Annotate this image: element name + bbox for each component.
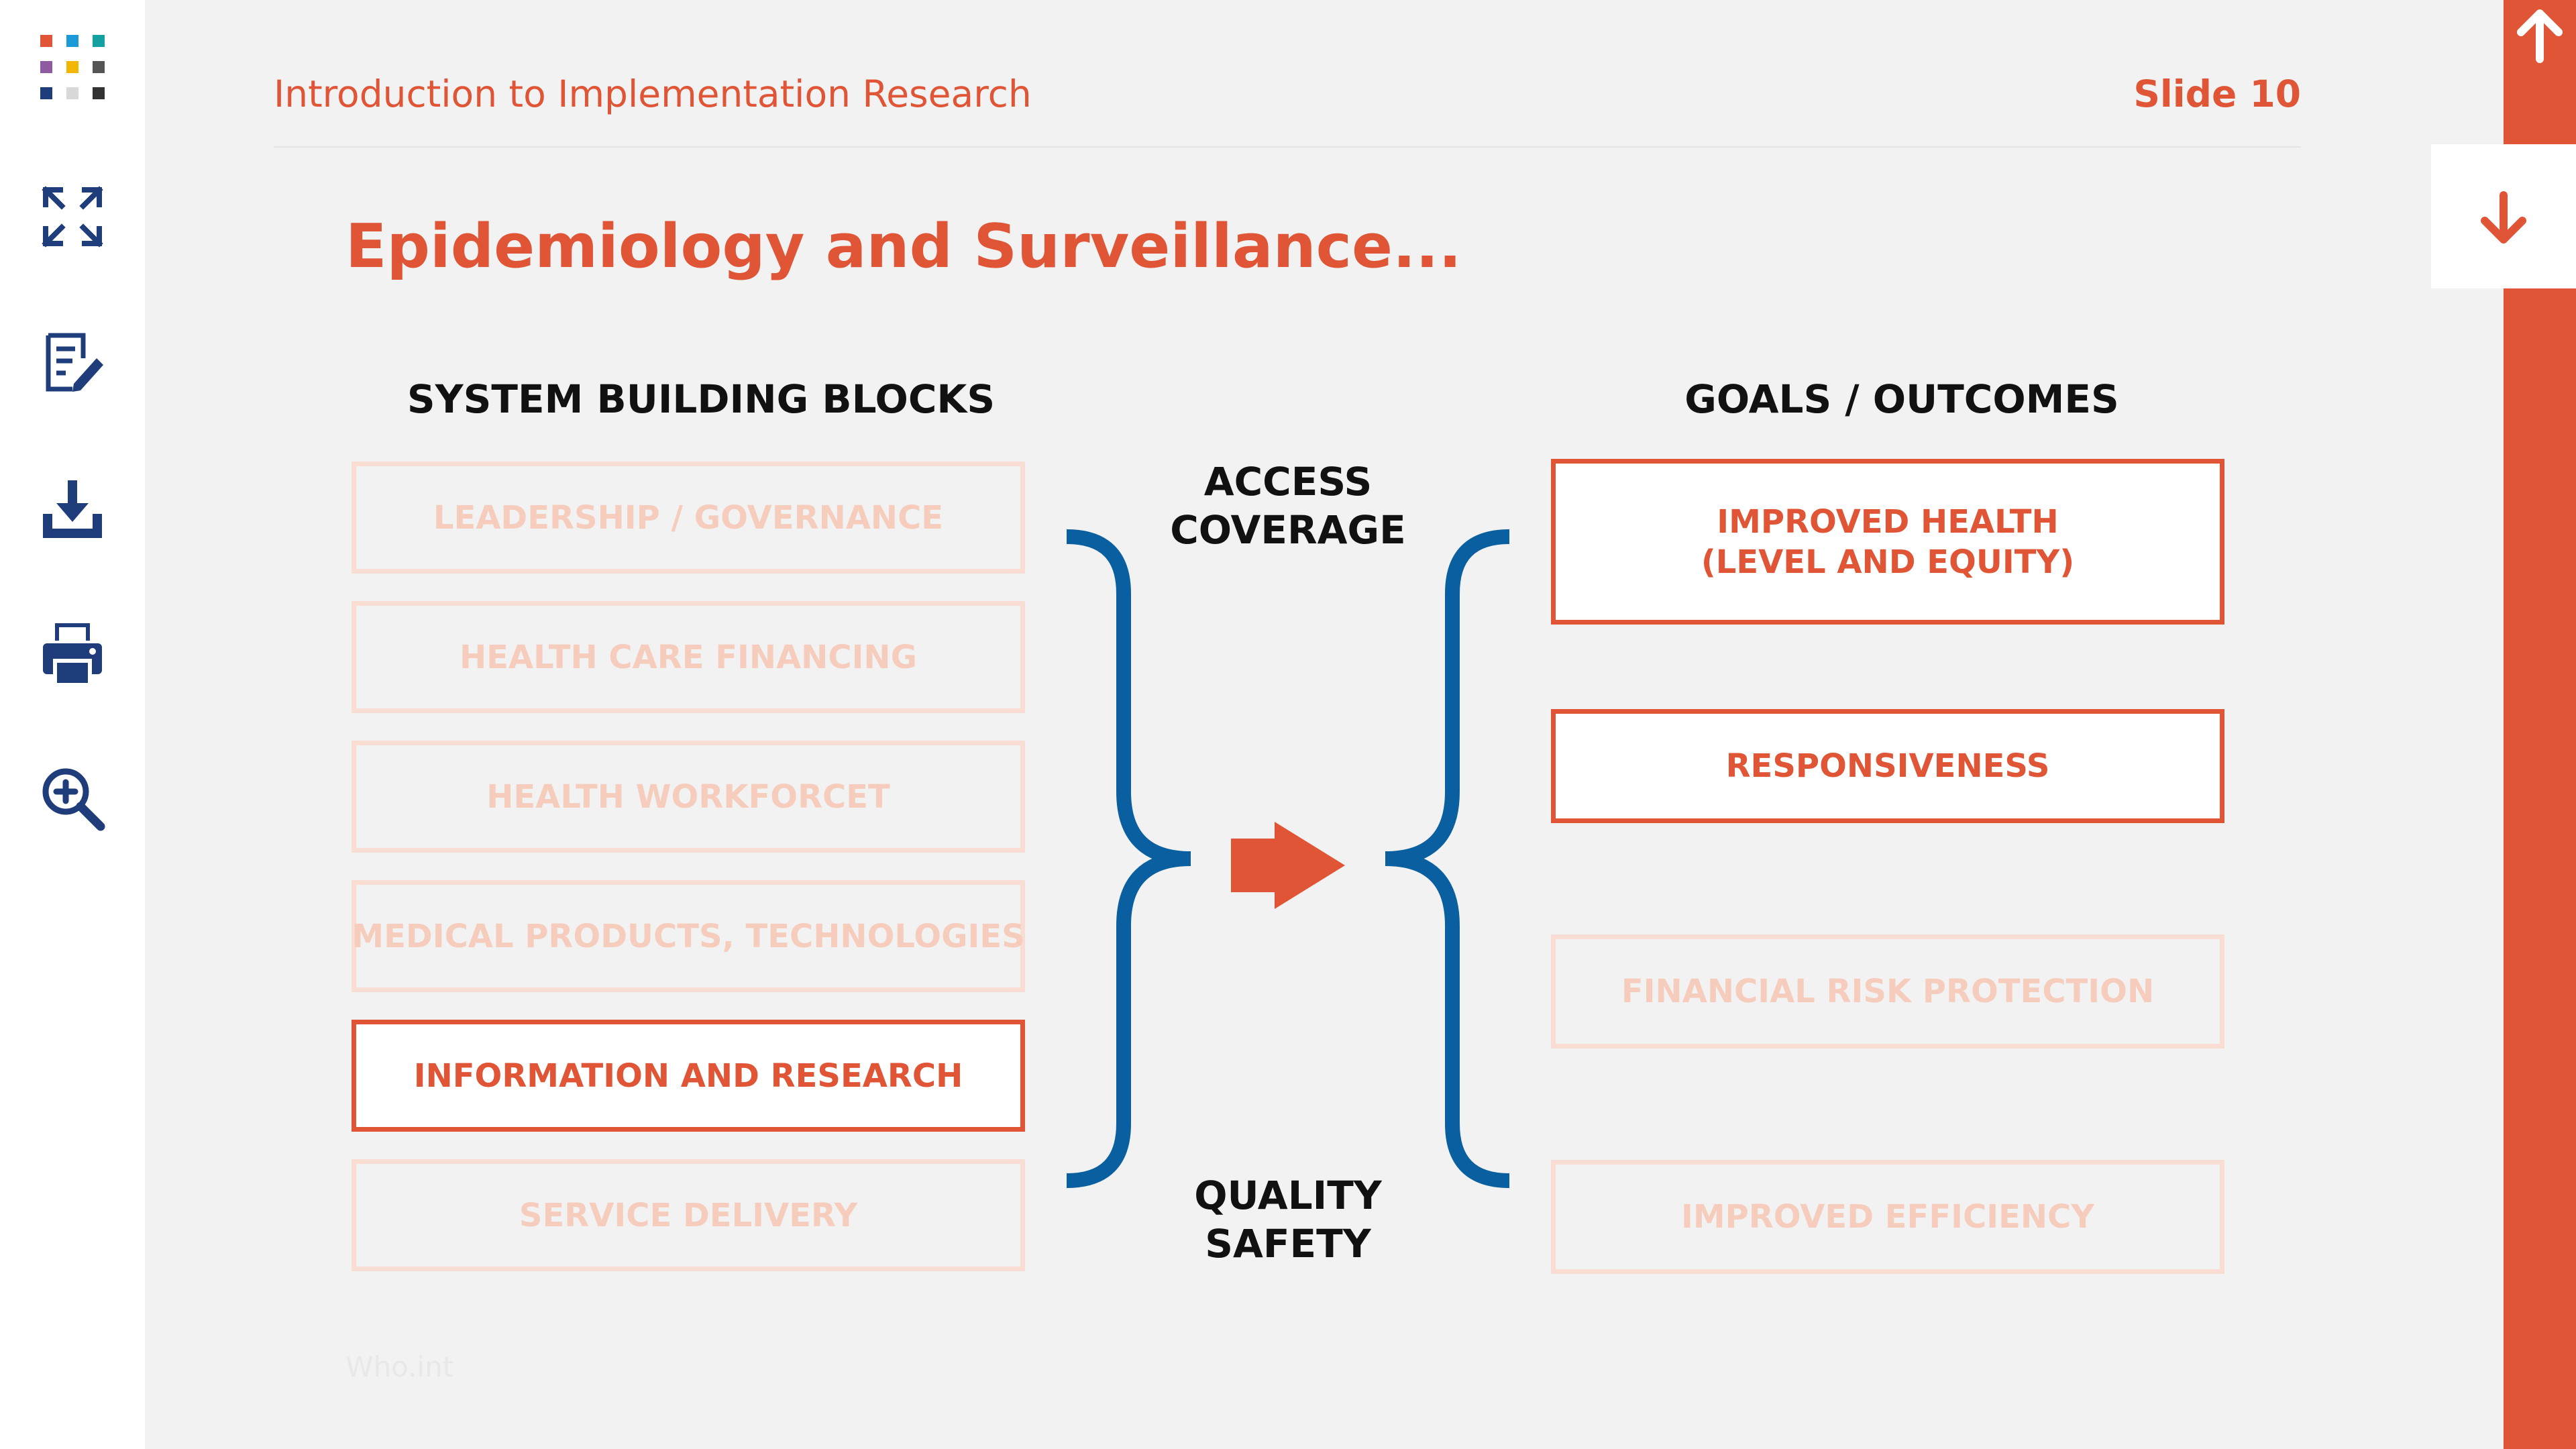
outcome-label-sub: (LEVEL AND EQUITY) — [1701, 543, 2075, 581]
arrow-down-icon — [2481, 191, 2526, 244]
slide-title: Epidemiology and Surveillance... — [345, 211, 1462, 282]
print-icon[interactable] — [39, 621, 106, 688]
header-divider — [274, 146, 2301, 148]
goals-outcomes-heading: GOALS / OUTCOMES — [1684, 376, 2119, 422]
block-label: MEDICAL PRODUCTS, TECHNOLOGIES — [352, 917, 1025, 955]
fullscreen-icon[interactable] — [39, 183, 106, 250]
notes-edit-icon[interactable] — [39, 329, 106, 396]
outcome-label: FINANCIAL RISK PROTECTION — [1621, 973, 2155, 1010]
arrow-up-icon — [2517, 9, 2563, 63]
block-health-workforce: HEALTH WORKFORCET — [352, 741, 1025, 853]
block-service-delivery: SERVICE DELIVERY — [352, 1159, 1025, 1271]
outcome-responsiveness: RESPONSIVENESS — [1551, 709, 2224, 823]
outcome-financial-risk-protection: FINANCIAL RISK PROTECTION — [1551, 934, 2224, 1049]
access-coverage-label: ACCESS COVERAGE — [1140, 458, 1436, 558]
diagram-connector — [1066, 529, 1510, 1188]
block-label: HEALTH CARE FINANCING — [459, 638, 917, 676]
outcome-label: RESPONSIVENESS — [1725, 747, 2050, 785]
arrow-right-icon — [1231, 822, 1345, 909]
label-line: COVERAGE — [1170, 507, 1406, 553]
outcome-improved-efficiency: IMPROVED EFFICIENCY — [1551, 1160, 2224, 1274]
block-leadership-governance: LEADERSHIP / GOVERNANCE — [352, 462, 1025, 574]
block-health-care-financing: HEALTH CARE FINANCING — [352, 601, 1025, 713]
course-title: Introduction to Implementation Research — [274, 72, 1032, 115]
label-line: ACCESS — [1203, 459, 1373, 504]
outcome-improved-health: IMPROVED HEALTH (LEVEL AND EQUITY) — [1551, 459, 2224, 625]
block-medical-products: MEDICAL PRODUCTS, TECHNOLOGIES — [352, 880, 1025, 992]
zoom-in-icon[interactable] — [39, 765, 106, 832]
download-icon[interactable] — [39, 476, 106, 543]
label-line: QUALITY — [1194, 1173, 1382, 1218]
slide-number: Slide 10 — [2133, 72, 2301, 115]
next-slide-button[interactable] — [2431, 144, 2576, 288]
block-label: INFORMATION AND RESEARCH — [413, 1057, 963, 1095]
left-toolbar — [0, 0, 145, 1449]
block-label: LEADERSHIP / GOVERNANCE — [433, 498, 944, 537]
label-line: SAFETY — [1205, 1221, 1371, 1267]
building-blocks-heading: SYSTEM BUILDING BLOCKS — [407, 376, 996, 422]
watermark-text: Who.int — [345, 1350, 454, 1383]
outcome-label: IMPROVED EFFICIENCY — [1680, 1198, 2095, 1236]
quality-safety-label: QUALITY SAFETY — [1140, 1171, 1436, 1272]
left-brace — [1066, 529, 1191, 1188]
block-label: HEALTH WORKFORCET — [486, 777, 890, 816]
previous-slide-button[interactable] — [2504, 0, 2576, 144]
right-brace — [1385, 529, 1510, 1188]
logo-grid-icon[interactable] — [39, 34, 106, 101]
block-information-research: INFORMATION AND RESEARCH — [352, 1020, 1025, 1132]
outcome-label: IMPROVED HEALTH — [1717, 502, 2059, 541]
block-label: SERVICE DELIVERY — [519, 1196, 858, 1234]
